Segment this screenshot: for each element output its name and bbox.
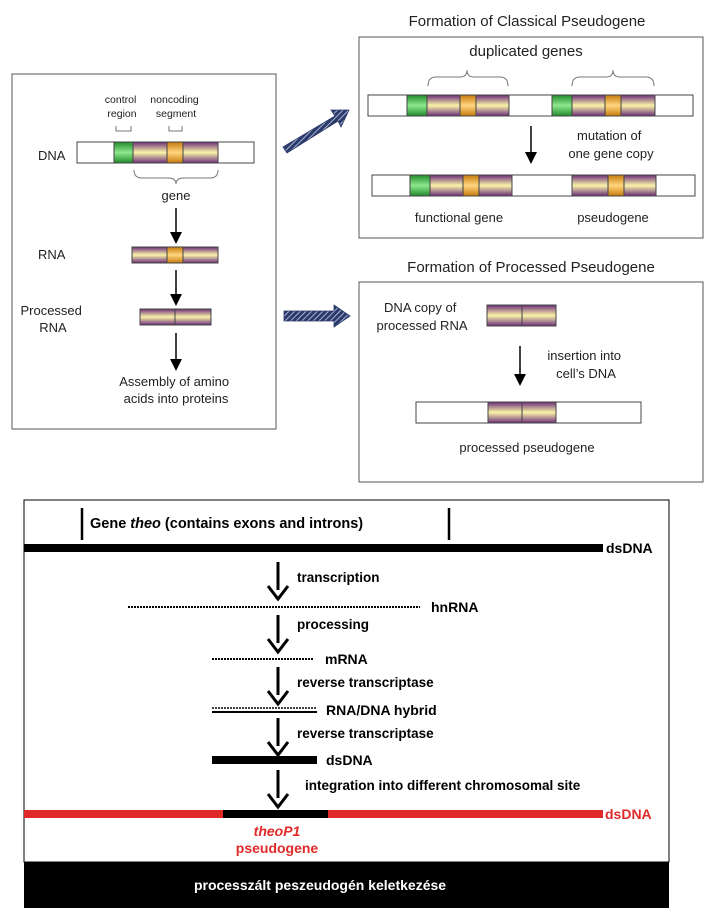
processed-rna-strand — [139, 308, 212, 326]
duplicated-brace-left — [427, 69, 509, 87]
insertion-label: insertion into cell’s DNA — [547, 348, 624, 381]
footer-bar — [24, 862, 669, 908]
rna-strand — [131, 246, 219, 264]
mutated-dna-strand — [371, 174, 696, 197]
processed-rna-label: Processed RNA — [20, 303, 85, 335]
control-region-label: control region — [105, 94, 139, 120]
dsdna-red-label: dsDNA — [605, 806, 652, 822]
arrow-processing — [266, 615, 290, 655]
arrow-reverse-transcriptase-1 — [266, 667, 290, 707]
hatched-arrow-to-processed — [283, 304, 351, 328]
processed-title: Formation of Processed Pseudogene — [407, 259, 655, 276]
gene-brace — [133, 169, 219, 185]
arrow-integration — [266, 770, 290, 810]
mutation-label: mutation of one gene copy — [568, 128, 654, 161]
rna-label: RNA — [38, 247, 66, 262]
hatched-arrow-to-classical — [282, 109, 350, 154]
dsdna-top-line — [24, 544, 603, 552]
rna-dna-hybrid-label: RNA/DNA hybrid — [326, 702, 437, 718]
functional-gene-label: functional gene — [415, 210, 503, 225]
inserted-dna-strand — [415, 401, 642, 424]
hnrna-label: hnRNA — [431, 599, 478, 615]
rna-dna-hybrid-line — [212, 707, 317, 713]
dna-strand — [76, 141, 255, 164]
classical-title: Formation of Classical Pseudogene — [409, 13, 646, 30]
footer-caption: processzált peszeudogén keletkezése — [194, 877, 446, 893]
reverse-transcriptase-2-label: reverse transcriptase — [297, 726, 434, 741]
gene-label: gene — [162, 188, 191, 203]
gene-theo-title: Gene theo (contains exons and introns) — [90, 516, 363, 532]
pseudogene-red-label: pseudogene — [236, 840, 319, 856]
duplicated-genes-label: duplicated genes — [469, 43, 582, 60]
reverse-transcriptase-1-label: reverse transcriptase — [297, 675, 434, 690]
duplicated-dna-strand — [367, 94, 694, 117]
arrow-transcription — [266, 562, 290, 602]
classical-pseudogene-panel: Formation of Classical Pseudogene duplic… — [358, 13, 704, 239]
dna-copy-label: DNA copy of processed RNA — [376, 300, 467, 333]
dsdna-red-line — [24, 810, 603, 818]
dsdna-mid-line — [212, 756, 317, 764]
mrna-label: mRNA — [325, 651, 368, 667]
integration-label: integration into different chromosomal s… — [305, 778, 581, 793]
processed-pseudogene-label: processed pseudogene — [459, 440, 594, 455]
pseudogene-label: pseudogene — [577, 210, 649, 225]
theop1-label: theoP1 — [254, 823, 301, 839]
transcription-label: transcription — [297, 570, 380, 585]
processed-pseudogene-panel: Formation of Processed Pseudogene DNA co… — [358, 259, 704, 483]
arrow-reverse-transcriptase-2 — [266, 718, 290, 758]
dsdna-top-label: dsDNA — [606, 540, 653, 556]
control-region-bracket — [115, 126, 132, 132]
noncoding-segment-label: noncoding segment — [150, 94, 201, 120]
dsdna-mid-label: dsDNA — [326, 752, 373, 768]
gene-expression-panel: control region noncoding segment DNA gen… — [11, 73, 277, 430]
assembly-label: Assembly of amino acids into proteins — [119, 374, 232, 406]
processing-label: processing — [297, 617, 369, 632]
theo-pseudogene-panel: Gene theo (contains exons and introns) d… — [23, 499, 670, 863]
dna-copy-strand — [486, 304, 557, 327]
duplicated-brace-right — [571, 69, 655, 87]
noncoding-segment-bracket — [168, 126, 183, 132]
dna-label: DNA — [38, 148, 66, 163]
